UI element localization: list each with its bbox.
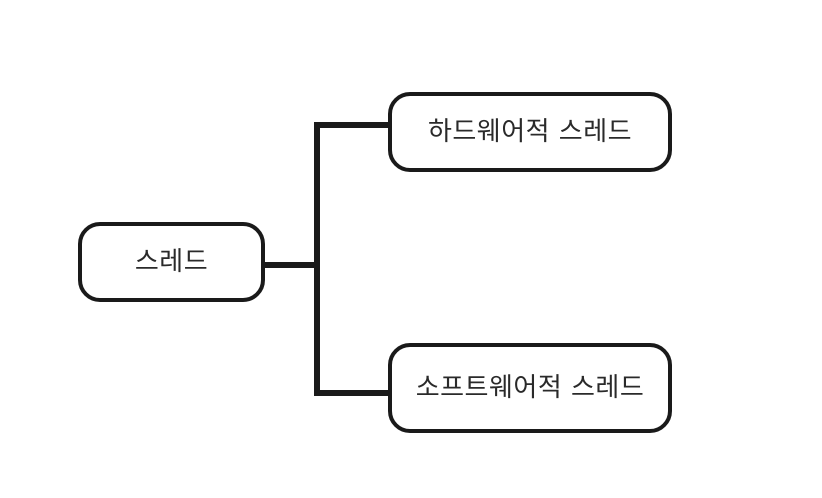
edge-branch-to-software xyxy=(314,390,392,396)
edge-root-stub xyxy=(263,262,320,268)
edge-trunk-vertical xyxy=(314,122,320,396)
node-hardware-thread[interactable]: 하드웨어적 스레드 xyxy=(388,92,672,172)
node-root-thread-label: 스레드 xyxy=(134,247,209,277)
node-software-thread-label: 소프트웨어적 스레드 xyxy=(415,373,645,403)
node-software-thread[interactable]: 소프트웨어적 스레드 xyxy=(388,343,672,433)
node-hardware-thread-label: 하드웨어적 스레드 xyxy=(427,117,633,147)
edge-branch-to-hardware xyxy=(314,122,392,128)
node-root-thread[interactable]: 스레드 xyxy=(78,222,265,302)
